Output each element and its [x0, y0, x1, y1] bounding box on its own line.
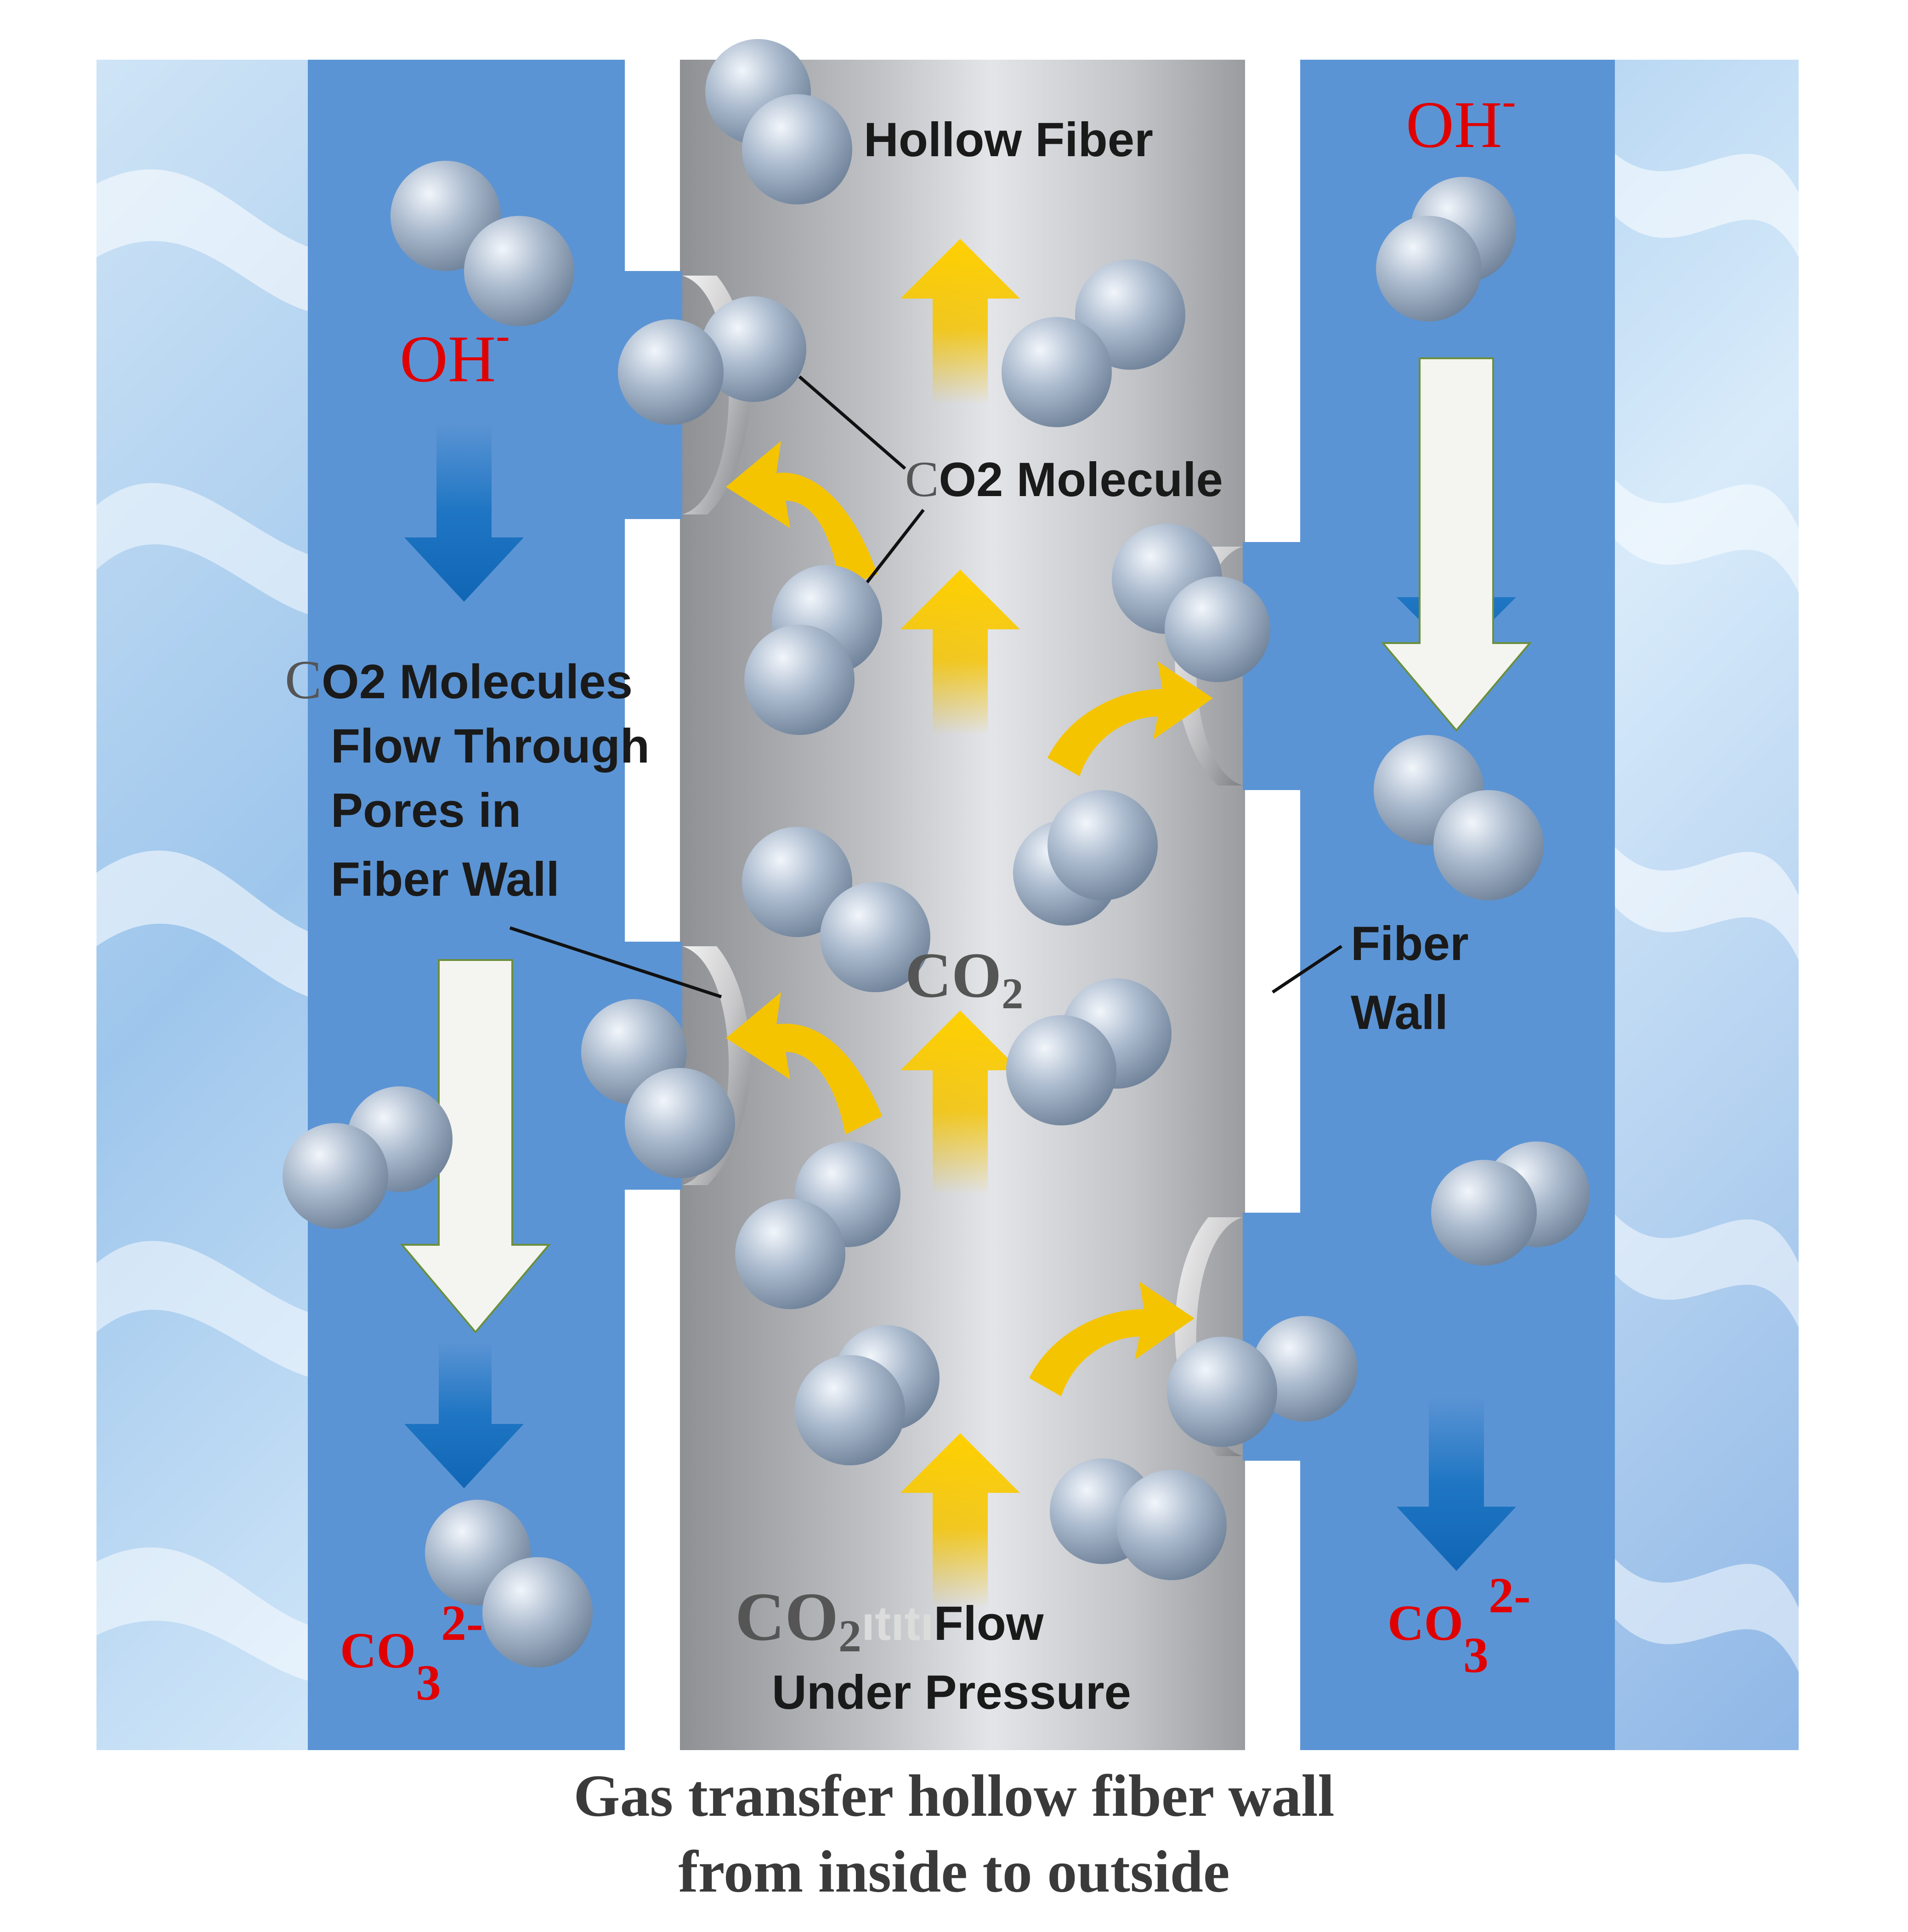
yellow-up-arrow-low [900, 1011, 1020, 1194]
molecules-flow-label-line4: Fiber Wall [331, 853, 560, 906]
molecule-sphere [618, 319, 724, 425]
molecules-flow-label-line3: Pores in [331, 784, 521, 837]
under-pressure-label: Under Pressure [772, 1666, 1131, 1719]
co2-molecules [283, 39, 1590, 1667]
yellow-curved-arrow-lower-left [726, 992, 882, 1135]
co2-center-label: CO2 [905, 940, 1024, 1018]
yellow-curved-arrow-lower-right [1029, 1282, 1195, 1396]
molecule-sphere [1116, 1470, 1227, 1580]
caption-line1: Gas transfer hollow fiber wall [573, 1763, 1335, 1829]
molecule-sphere [1252, 1316, 1358, 1422]
molecule-sphere [1047, 790, 1158, 900]
co2-molecule-label: CO2 Molecule [905, 451, 1223, 507]
carbonate-label-left: CO32- [340, 1595, 483, 1711]
molecule-sphere [1167, 1337, 1277, 1447]
molecule-sphere [744, 625, 855, 735]
gas-flow-arrows [726, 239, 1213, 1608]
molecule-sphere [701, 296, 806, 402]
white-down-arrow-right [1381, 357, 1532, 732]
molecule-sphere [742, 827, 852, 937]
oh-ion-label-right: OH- [1406, 79, 1516, 162]
blue-down-arrow-left-bottom [404, 1341, 524, 1488]
molecule-sphere [1165, 576, 1270, 682]
yellow-curved-arrow-upper-right [1047, 661, 1213, 776]
molecule-sphere [1002, 317, 1112, 427]
molecule-sphere [464, 216, 574, 326]
yellow-up-arrow-mid [900, 570, 1020, 735]
yellow-up-arrow-bottom [900, 1433, 1020, 1608]
caption-line2: from inside to outside [678, 1839, 1230, 1905]
white-down-arrow-left [400, 959, 551, 1334]
molecule-sphere [742, 94, 852, 204]
molecule-sphere [1006, 1015, 1116, 1125]
molecule-sphere [283, 1123, 388, 1229]
molecules-flow-label-line1: CO2 Molecules [285, 649, 633, 710]
leader-lines [509, 375, 1342, 999]
molecule-sphere [1431, 1160, 1537, 1265]
molecule-sphere [1433, 790, 1544, 900]
yellow-up-arrow-top [900, 239, 1020, 404]
co2-inflow-label: CO2ıtıtıFlow [735, 1579, 1044, 1661]
molecule-sphere [735, 1199, 845, 1309]
hollow-fiber-label: Hollow Fiber [864, 113, 1153, 167]
blue-down-arrow-right-bottom [1397, 1396, 1516, 1571]
carbonate-label-right: CO32- [1387, 1567, 1531, 1683]
oh-ion-label-left: OH- [400, 313, 510, 396]
reaction-arrows [400, 357, 1532, 1334]
molecule-sphere [820, 882, 930, 992]
molecule-sphere [1376, 216, 1482, 322]
molecules-flow-label-line2: Flow Through [331, 719, 650, 773]
molecule-sphere [482, 1557, 593, 1667]
molecule-sphere [625, 1068, 735, 1178]
fiber-wall-label-line1: Fiber [1351, 917, 1469, 971]
fiber-wall-label-line2: Wall [1351, 986, 1448, 1039]
fiber-wall-right [1245, 60, 1300, 1750]
blue-down-arrow-left-top [404, 423, 524, 602]
molecule-sphere [795, 1355, 905, 1465]
yellow-curved-arrow-upper-left [726, 441, 878, 588]
